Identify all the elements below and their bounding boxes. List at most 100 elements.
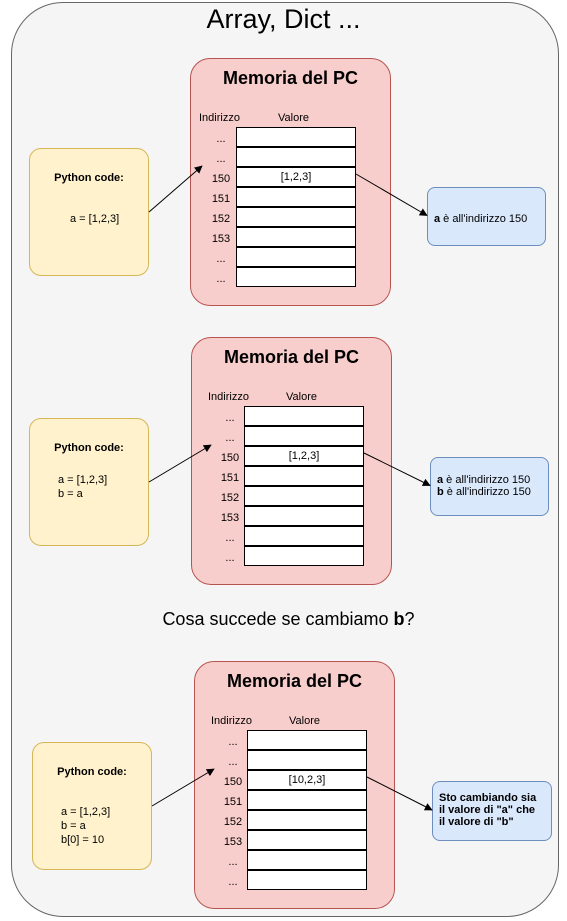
code-box: Python code: a = [1,2,3] [29, 148, 149, 276]
memory-cell [247, 790, 367, 810]
memory-address: 152 [223, 816, 243, 828]
note-line: Sto cambiando sia [439, 792, 551, 804]
header-value: Valore [286, 391, 317, 403]
note-bold: il valore di "a" che [439, 804, 536, 816]
note-bold: b [437, 486, 444, 498]
memory-cell [247, 750, 367, 770]
cell-to-note-arrow [366, 776, 433, 811]
memory-address: ... [228, 756, 238, 768]
memory-cell [236, 147, 356, 167]
memory-address: 150 [223, 776, 243, 788]
memory-cell [247, 810, 367, 830]
note-text: è all'indirizzo 150 [440, 213, 528, 225]
memory-cell: [1,2,3] [236, 167, 356, 187]
memory-address: 150 [220, 452, 240, 464]
memory-title: Memoria del PC [226, 671, 363, 691]
note-bold: a [434, 213, 441, 225]
note-text: è all'indirizzo 150 [443, 474, 531, 486]
memory-address: ... [225, 432, 235, 444]
memory-cell [244, 426, 364, 446]
note-bold: il valore di "b" [439, 816, 514, 828]
memory-address: 153 [211, 233, 231, 245]
question-prefix: Cosa succede se cambiamo [162, 609, 394, 629]
note-text: è all'indirizzo 150 [443, 486, 531, 498]
memory-address: 153 [220, 512, 240, 524]
memory-address: 153 [223, 836, 243, 848]
question-suffix: ? [404, 609, 415, 629]
code-line: b[0] = 10 [61, 834, 105, 846]
memory-box: Memoria del PC Indirizzo Valore...... 150 [1… [194, 661, 395, 909]
question-variable: b [393, 609, 405, 629]
cell-to-note-arrow [363, 452, 431, 486]
memory-address: ... [216, 253, 226, 265]
code-title: Python code: [54, 442, 124, 454]
memory-address: ... [216, 273, 226, 285]
note-line: a è all'indirizzo 150 [434, 213, 545, 225]
memory-cell [244, 526, 364, 546]
code-line: a = [1,2,3] [61, 806, 111, 818]
memory-address: 151 [220, 472, 240, 484]
memory-title: Memoria del PC [223, 347, 360, 367]
memory-address: ... [225, 532, 235, 544]
memory-address: ... [216, 153, 226, 165]
memory-title: Memoria del PC [222, 68, 359, 88]
code-to-address-arrow [148, 165, 203, 213]
memory-cell [247, 870, 367, 890]
code-title: Python code: [54, 172, 124, 184]
memory-address: 152 [211, 213, 231, 225]
memory-address: ... [225, 552, 235, 564]
memory-cell [244, 546, 364, 566]
question-text: Cosa succede se cambiamo b? [0, 609, 567, 630]
header-address: Indirizzo [211, 715, 252, 727]
code-line: b = a [61, 820, 86, 832]
header-address: Indirizzo [208, 391, 249, 403]
header-value: Valore [289, 715, 320, 727]
memory-address: ... [228, 736, 238, 748]
memory-cell [236, 187, 356, 207]
code-box: Python code: a = [1,2,3] b = a b[0] = 10 [32, 742, 152, 870]
code-line: a = [1,2,3] [70, 213, 120, 225]
memory-address: 151 [211, 193, 231, 205]
address-note: a è all'indirizzo 150 [427, 187, 546, 246]
memory-address: ... [228, 856, 238, 868]
memory-address: 152 [220, 492, 240, 504]
memory-box: Memoria del PC Indirizzo Valore...... 150 [1… [191, 337, 392, 585]
memory-cell [244, 506, 364, 526]
memory-cell [247, 730, 367, 750]
memory-cell: [1,2,3] [244, 446, 364, 466]
memory-cell: [10,2,3] [247, 770, 367, 790]
memory-cell [236, 267, 356, 287]
memory-address: 150 [211, 173, 231, 185]
memory-cell [244, 486, 364, 506]
memory-box: Memoria del PC Indirizzo Valore...... 150 [1… [190, 58, 391, 306]
header-address: Indirizzo [199, 112, 240, 124]
note-line: b è all'indirizzo 150 [437, 486, 548, 498]
memory-address: ... [228, 876, 238, 888]
memory-cell [236, 227, 356, 247]
code-title: Python code: [57, 766, 127, 778]
code-to-address-arrow [148, 444, 212, 483]
cell-to-note-arrow [355, 173, 428, 216]
memory-cell [236, 127, 356, 147]
memory-cell [247, 830, 367, 850]
memory-cell [236, 247, 356, 267]
note-bold: a [437, 474, 444, 486]
page-title: Array, Dict ... [206, 4, 361, 34]
note-bold: Sto cambiando sia [439, 792, 537, 804]
code-to-address-arrow [151, 768, 215, 807]
memory-cell [244, 406, 364, 426]
note-line: il valore di "b" [439, 816, 551, 828]
memory-address: ... [216, 133, 226, 145]
memory-address: 151 [223, 796, 243, 808]
code-line: b = a [58, 488, 83, 500]
memory-cell [247, 850, 367, 870]
memory-address: ... [225, 412, 235, 424]
memory-cell [244, 466, 364, 486]
memory-cell [236, 207, 356, 227]
code-line: a = [1,2,3] [58, 474, 108, 486]
note-line: a è all'indirizzo 150 [437, 474, 548, 486]
header-value: Valore [278, 112, 309, 124]
